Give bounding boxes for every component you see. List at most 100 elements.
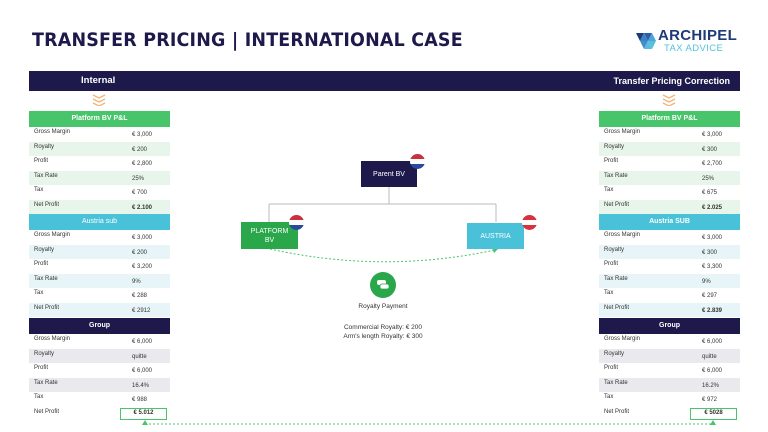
table-title: Group xyxy=(599,318,740,334)
chevron-down-icon xyxy=(92,94,106,106)
austria-node: AUSTRIA xyxy=(467,223,524,249)
parent-bv-node: Parent BV xyxy=(361,161,417,187)
row-label: Tax Rate xyxy=(34,172,58,179)
row-value: € 2.025 xyxy=(702,204,723,211)
row-value: € 200 xyxy=(132,146,148,153)
row-label: Tax Rate xyxy=(34,379,58,386)
row-label: Tax Rate xyxy=(604,379,628,386)
correction-austria-table: Austria SUB Gross Margin € 3,000 Royalty €… xyxy=(599,214,740,317)
row-label: Tax xyxy=(34,290,44,296)
row-value: € 2,800 xyxy=(132,161,153,167)
table-title: Group xyxy=(29,318,170,334)
row-value: € 3,000 xyxy=(702,235,723,241)
row-label: Gross Margin xyxy=(604,232,641,238)
table-title: Austria sub xyxy=(29,214,170,230)
table-row: Profit € 6,000 xyxy=(599,363,740,378)
coins-icon xyxy=(370,272,396,298)
row-label: Gross Margin xyxy=(34,232,71,238)
table-row: Profit€ 6,000 xyxy=(29,363,170,378)
row-value: € 300 xyxy=(702,249,718,256)
row-label: Net Profit xyxy=(34,304,60,311)
row-label: Royalty xyxy=(604,143,625,150)
table-row: Royalty€ 200 xyxy=(29,141,170,156)
row-value: € 6,000 xyxy=(702,339,723,345)
net-profit-highlight: € 5.012 xyxy=(120,407,167,420)
commercial-royalty-text: Commercial Royalty: € 200 xyxy=(343,324,423,331)
table-row: Royalty quitte xyxy=(599,348,740,363)
row-value: 16.2% xyxy=(702,382,720,389)
row-label: Royalty xyxy=(34,350,55,357)
row-value: € 3,000 xyxy=(132,132,153,138)
row-value: € 3,300 xyxy=(702,264,723,270)
row-label: Royalty xyxy=(34,246,55,253)
row-label: Profit xyxy=(34,261,49,267)
row-label: Gross Margin xyxy=(604,129,641,135)
row-label: Tax xyxy=(604,394,614,400)
austria-flag-icon xyxy=(522,215,537,230)
row-value: € 3,000 xyxy=(702,132,723,138)
row-label: Tax xyxy=(604,290,614,296)
hexagon-logo-icon xyxy=(636,33,656,49)
table-row: Tax€ 297 xyxy=(599,288,740,303)
table-row: Net Profit € 2.839 xyxy=(599,302,740,317)
correction-label: Transfer Pricing Correction xyxy=(613,76,730,86)
table-row: Net Profit€ 2.100 xyxy=(29,199,170,214)
row-label: Tax xyxy=(604,187,614,193)
row-label: Net Profit xyxy=(604,201,630,208)
row-value: 9% xyxy=(132,278,141,285)
row-label: Royalty xyxy=(604,246,625,253)
row-value: 16.4% xyxy=(132,382,150,389)
row-label: Royalty xyxy=(604,350,625,357)
table-row: Royalty€ 300 xyxy=(599,141,740,156)
row-label: Profit xyxy=(604,365,619,371)
row-value: € 700 xyxy=(132,190,148,196)
table-row: Profit€ 2,800 xyxy=(29,156,170,171)
row-value: 25% xyxy=(132,175,145,182)
row-label: Profit xyxy=(604,261,619,267)
table-row: Tax€ 972 xyxy=(599,392,740,407)
table-row: Gross Margin€ 6,000 xyxy=(29,334,170,349)
netherlands-flag-icon xyxy=(410,154,425,169)
table-row: Net Profit € 5.012 xyxy=(29,406,170,421)
row-value: 9% xyxy=(702,278,711,285)
row-value: € 3,200 xyxy=(132,264,153,270)
table-row: Tax € 675 xyxy=(599,185,740,200)
row-label: Net Profit xyxy=(604,304,630,311)
table-row: Gross Margin € 3,000 xyxy=(599,230,740,245)
table-row: Royalty € 300 xyxy=(599,244,740,259)
table-title: Austria SUB xyxy=(599,214,740,230)
logo-tagline: TAX ADVICE xyxy=(664,43,724,54)
row-value: € 6,000 xyxy=(132,368,153,374)
row-value: € 2.839 xyxy=(702,307,723,314)
arms-length-royalty-text: Arm's length Royalty: € 300 xyxy=(343,333,423,340)
row-value: quitte xyxy=(702,353,717,360)
netherlands-flag-icon xyxy=(289,215,304,230)
row-value: € 675 xyxy=(702,190,718,196)
row-label: Net Profit xyxy=(34,201,60,208)
row-value: € 6,000 xyxy=(702,368,723,374)
row-label: Tax xyxy=(34,187,44,193)
row-value: 25% xyxy=(702,175,715,182)
row-label: Gross Margin xyxy=(34,129,71,135)
archipel-logo: ARCHIPEL TAX ADVICE xyxy=(636,27,746,57)
row-value: € 288 xyxy=(132,293,148,299)
table-row: Gross Margin€ 6,000 xyxy=(599,334,740,349)
correction-platform-table: Platform BV P&L Gross Margin€ 3,000 Roya… xyxy=(599,111,740,214)
table-row: Net Profit € 2912 xyxy=(29,302,170,317)
row-label: Tax xyxy=(34,394,44,400)
row-label: Net Profit xyxy=(34,408,60,415)
royalty-payment-label: Royalty Payment xyxy=(358,303,408,310)
row-value: € 200 xyxy=(132,249,148,256)
section-header-bar: Internal Transfer Pricing Correction xyxy=(29,71,740,91)
page-title: TRANSFER PRICING | INTERNATIONAL CASE xyxy=(32,29,463,51)
chevron-down-icon xyxy=(662,94,676,106)
net-profit-highlight: € 5028 xyxy=(690,407,737,420)
row-value: € 2912 xyxy=(132,307,151,314)
row-value: € 3,000 xyxy=(132,235,153,241)
table-row: Gross Margin € 3,000 xyxy=(599,127,740,142)
